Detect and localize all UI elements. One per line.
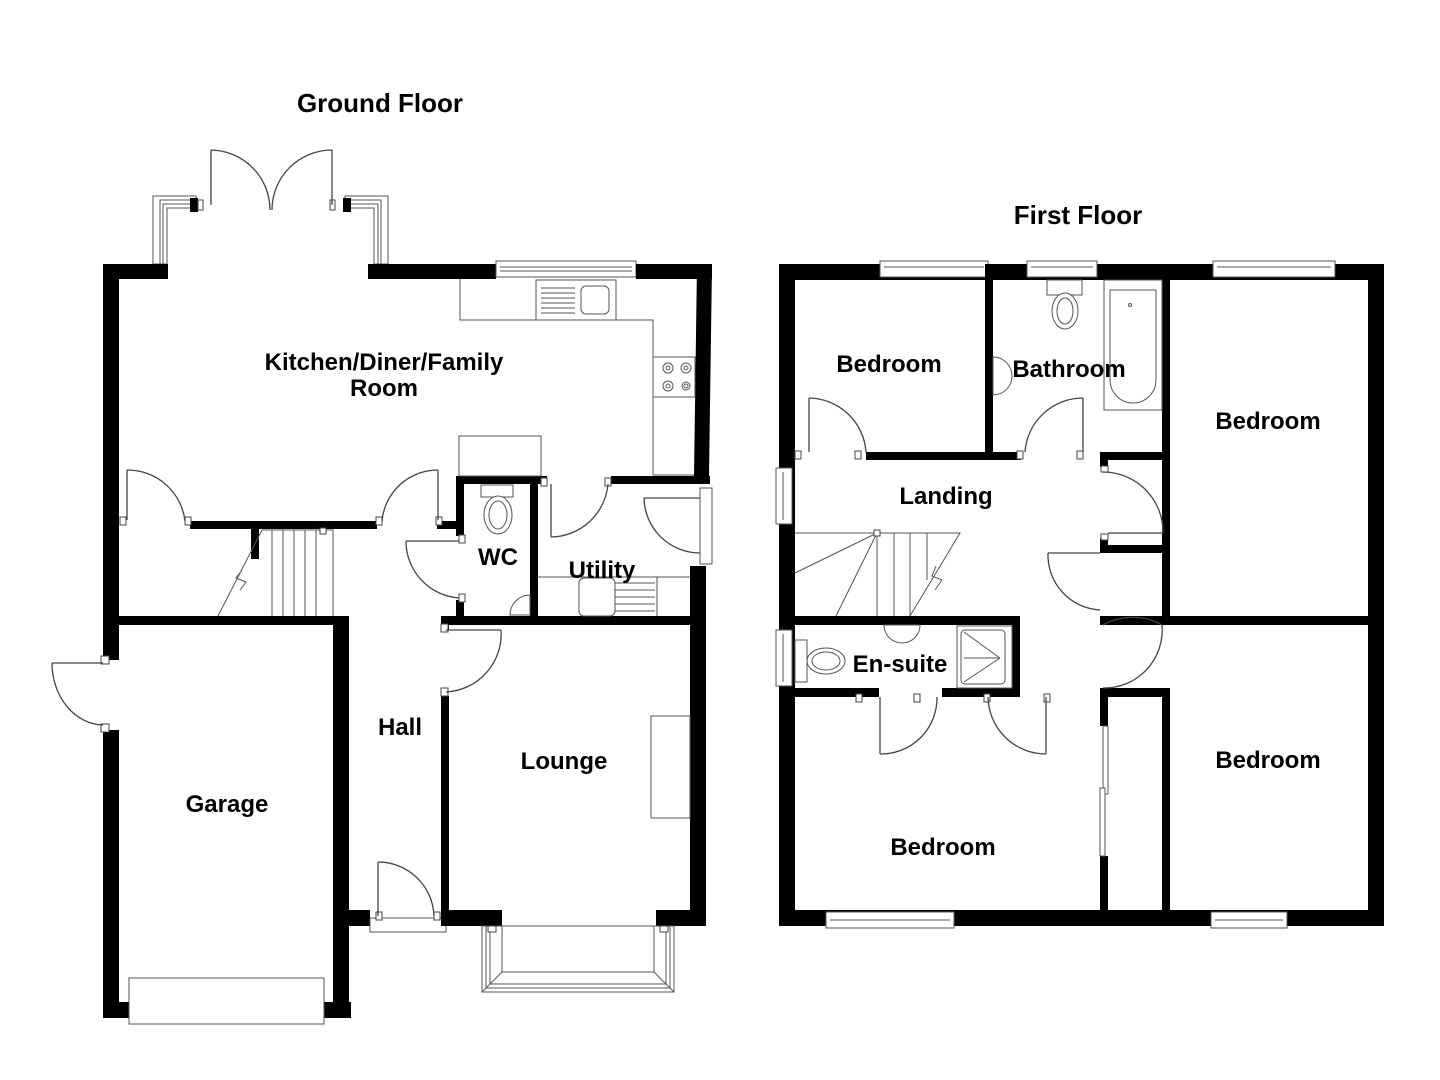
ground-floor-stairs [217, 527, 334, 617]
first-floor-stairs [794, 529, 961, 617]
wc-basin-icon [509, 594, 531, 616]
bathroom-basin-icon [992, 356, 1013, 396]
hob-icon [652, 356, 696, 398]
first-floor-inner-walls [779, 264, 1384, 926]
ground-floor-doors [51, 469, 713, 921]
ground-floor-fixtures [217, 279, 696, 819]
french-door-bay [152, 149, 389, 265]
room-label-utility: Utility [568, 557, 636, 584]
room-label-kitchen-line1: Kitchen/Diner/Family [264, 349, 504, 376]
first-floor-doors [794, 397, 1164, 755]
shower-icon [956, 625, 1013, 689]
fireplace-icon [650, 715, 691, 819]
first-floor-title: First Floor [1013, 200, 1143, 230]
ground-floor-inner-walls [103, 476, 710, 926]
room-label-bedroom-top-left: Bedroom [836, 351, 942, 378]
room-label-landing: Landing [899, 483, 993, 510]
first-floor-fixtures [794, 279, 1163, 689]
bath-icon [1103, 279, 1163, 411]
room-label-bedroom-top-right: Bedroom [1215, 408, 1321, 435]
room-label-hall: Hall [377, 714, 423, 741]
room-label-lounge: Lounge [520, 748, 608, 775]
ground-floor-outer-walls [103, 260, 712, 1025]
bathroom-toilet-icon [1051, 292, 1079, 330]
room-label-bedroom-bottom-left: Bedroom [890, 834, 996, 861]
first-floor-plan [775, 260, 1384, 929]
ground-floor-plan [51, 149, 713, 1025]
room-label-kitchen-line2: Room [349, 375, 418, 402]
wc-toilet-icon [483, 495, 513, 535]
room-label-garage: Garage [185, 791, 269, 818]
room-label-kitchen: Kitchen/Diner/Family Room [265, 350, 504, 402]
lounge-bay-window [481, 925, 675, 993]
room-label-bathroom: Bathroom [1012, 356, 1126, 383]
room-label-wc: WC [478, 544, 518, 571]
room-label-bedroom-bottom-right: Bedroom [1215, 747, 1321, 774]
room-label-ensuite: En-suite [852, 651, 948, 678]
ground-floor-title: Ground Floor [296, 88, 464, 118]
ensuite-basin-icon [883, 624, 921, 644]
first-floor-outer-walls [775, 260, 1384, 929]
